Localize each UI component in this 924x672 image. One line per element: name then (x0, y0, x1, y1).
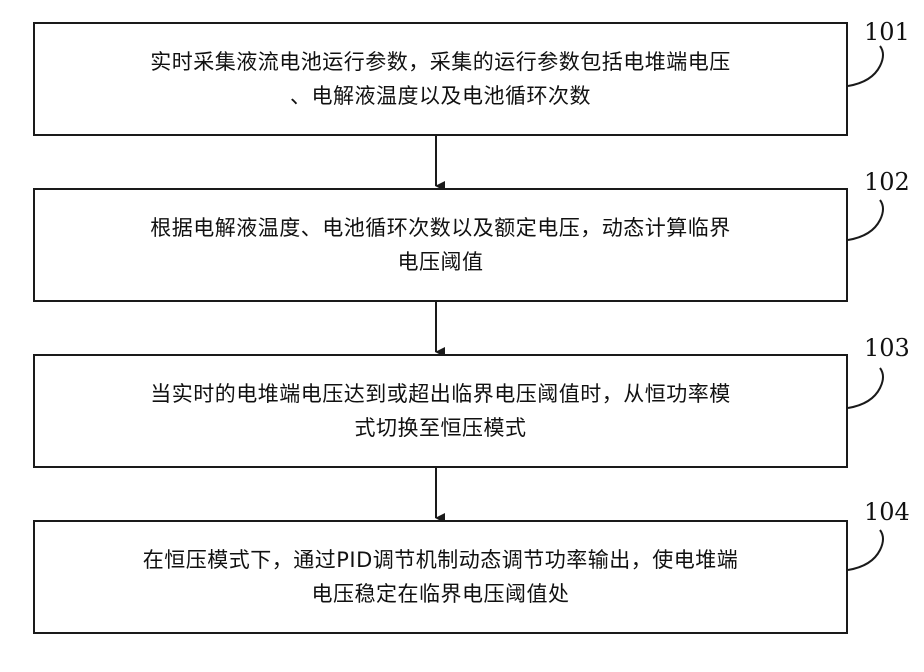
step-box-104: 在恒压模式下，通过PID调节机制动态调节功率输出，使电堆端 电压稳定在临界电压阈… (33, 520, 848, 634)
step-number-103: 103 (864, 334, 910, 362)
step-box-103: 当实时的电堆端电压达到或超出临界电压阈值时，从恒功率模 式切换至恒压模式 (33, 354, 848, 468)
step-103-line-1: 当实时的电堆端电压达到或超出临界电压阈值时，从恒功率模 (150, 377, 731, 411)
step-text-101: 实时采集液流电池运行参数，采集的运行参数包括电堆端电压 、电解液温度以及电池循环… (150, 45, 731, 113)
leader-line-101 (848, 46, 883, 86)
step-103-line-2: 式切换至恒压模式 (150, 411, 731, 445)
step-number-102: 102 (864, 168, 910, 196)
leader-line-104 (848, 530, 883, 570)
step-104-line-1: 在恒压模式下，通过PID调节机制动态调节功率输出，使电堆端 (143, 543, 739, 577)
leader-line-102 (848, 200, 883, 240)
step-101-line-2: 、电解液温度以及电池循环次数 (150, 79, 731, 113)
step-box-101: 实时采集液流电池运行参数，采集的运行参数包括电堆端电压 、电解液温度以及电池循环… (33, 22, 848, 136)
step-text-102: 根据电解液温度、电池循环次数以及额定电压，动态计算临界 电压阈值 (150, 211, 731, 279)
step-text-103: 当实时的电堆端电压达到或超出临界电压阈值时，从恒功率模 式切换至恒压模式 (150, 377, 731, 445)
step-102-line-2: 电压阈值 (150, 245, 731, 279)
step-text-104: 在恒压模式下，通过PID调节机制动态调节功率输出，使电堆端 电压稳定在临界电压阈… (143, 543, 739, 611)
step-number-101: 101 (864, 18, 910, 46)
step-box-102: 根据电解液温度、电池循环次数以及额定电压，动态计算临界 电压阈值 (33, 188, 848, 302)
step-101-line-1: 实时采集液流电池运行参数，采集的运行参数包括电堆端电压 (150, 45, 731, 79)
step-104-line-2: 电压稳定在临界电压阈值处 (143, 577, 739, 611)
step-102-line-1: 根据电解液温度、电池循环次数以及额定电压，动态计算临界 (150, 211, 731, 245)
leader-line-103 (848, 368, 883, 408)
step-number-104: 104 (864, 498, 910, 526)
